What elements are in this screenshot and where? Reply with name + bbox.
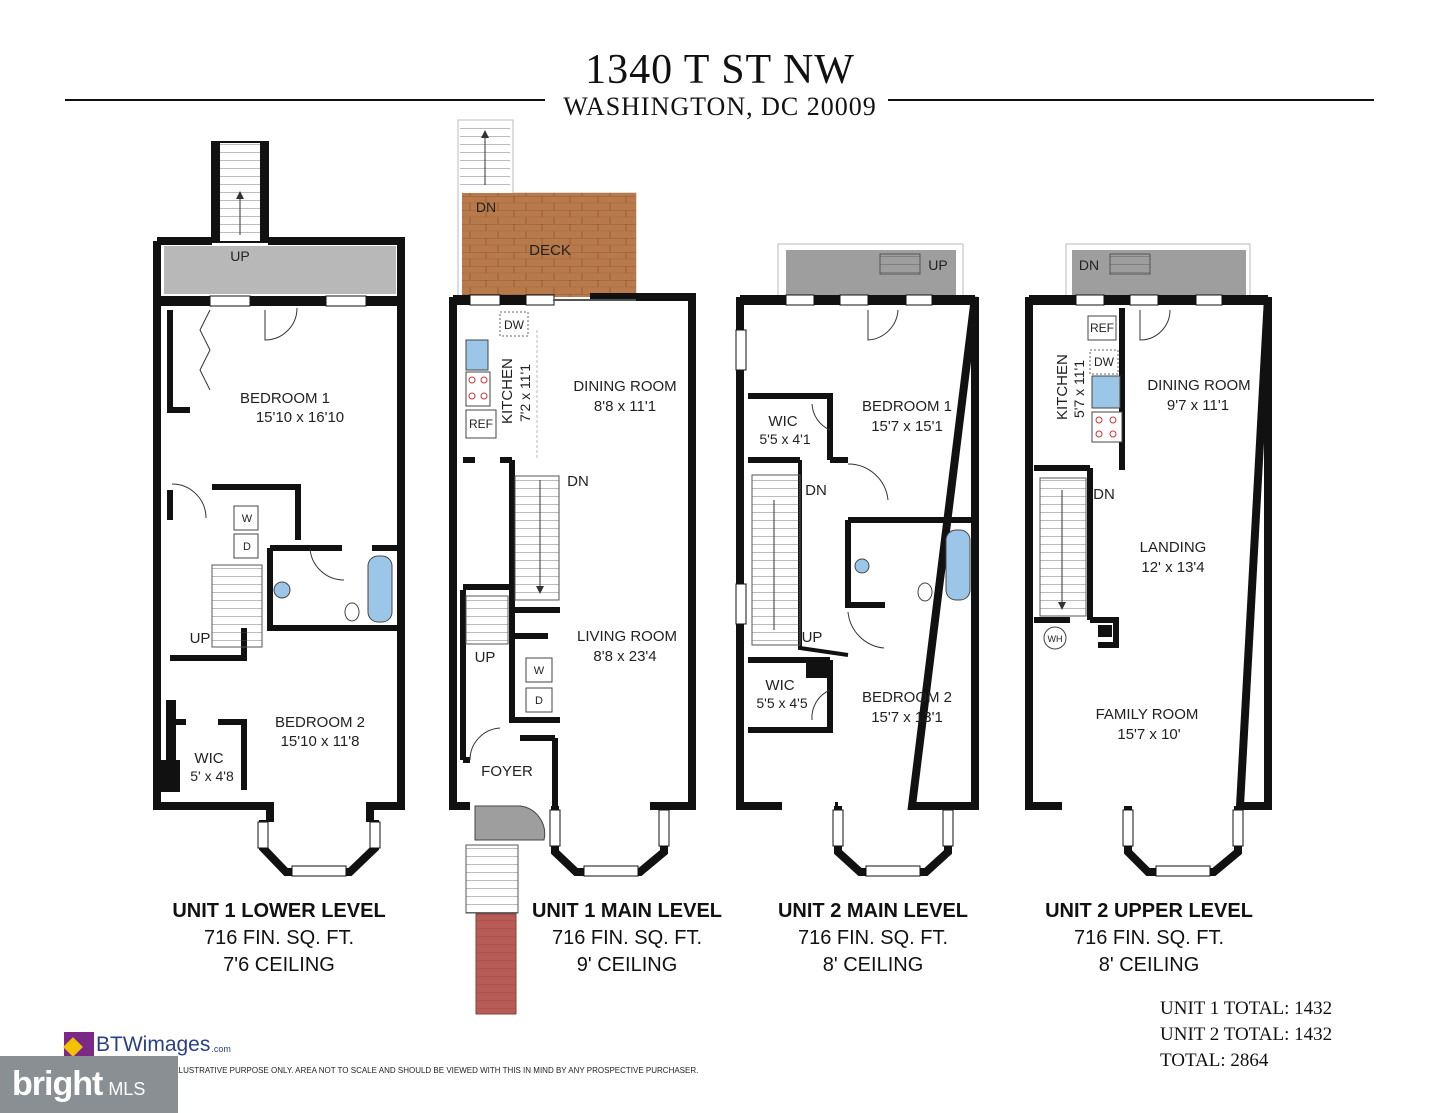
rear-porch xyxy=(786,250,956,298)
label-dw: DW xyxy=(1094,355,1115,369)
label-family-dim: 15'7 x 10' xyxy=(1117,726,1180,743)
label-landing: LANDING xyxy=(1140,539,1207,556)
label-stair-up: UP xyxy=(475,649,496,666)
title-rule-left xyxy=(65,99,545,101)
label-wic2: WIC xyxy=(765,677,794,694)
label-landing-dim: 12' x 13'4 xyxy=(1141,559,1204,576)
level-ceiling: 8' CEILING xyxy=(822,954,924,976)
label-wic2-dim: 5'5 x 4'5 xyxy=(756,695,807,711)
label-washer: W xyxy=(534,665,545,677)
deck xyxy=(462,193,636,297)
label-stair-dn: DN xyxy=(567,473,589,490)
label-deck: DECK xyxy=(529,242,571,259)
level-name: UNIT 2 MAIN LEVEL xyxy=(777,900,968,922)
label-bedroom1-dim: 15'7 x 15'1 xyxy=(871,418,943,435)
label-wic1: WIC xyxy=(768,413,797,430)
label-up-exterior: UP xyxy=(230,248,249,264)
label-dw: DW xyxy=(504,318,525,332)
unit1-total: UNIT 1 TOTAL: 1432 xyxy=(1160,998,1333,1019)
level-area: 716 FIN. SQ. FT. xyxy=(551,927,703,949)
label-wh: WH xyxy=(1048,634,1063,644)
label-dining: DINING ROOM xyxy=(1147,377,1250,394)
btw-logo-icon xyxy=(64,1032,94,1058)
label-wic: WIC xyxy=(194,750,223,767)
label-dryer: D xyxy=(535,695,543,707)
bright-mls: MLS xyxy=(108,1079,146,1099)
title-rule-right xyxy=(888,99,1374,101)
label-dn-exterior: DN xyxy=(1079,257,1099,273)
disclaimer: ILLUSTRATIVE PURPOSE ONLY. AREA NOT TO S… xyxy=(172,1066,699,1075)
label-stair-up: UP xyxy=(190,630,211,647)
plan-unit1-main: DN DECK DW REF xyxy=(449,119,696,1015)
btw-domain: .com xyxy=(211,1044,231,1054)
level-area: 716 FIN. SQ. FT. xyxy=(1073,927,1225,949)
label-bedroom2-dim: 15'7 x 13'1 xyxy=(871,709,943,726)
label-kitchen: KITCHEN xyxy=(1054,354,1071,420)
level-name: UNIT 1 MAIN LEVEL xyxy=(531,900,722,922)
btw-name: BTWimages xyxy=(96,1033,211,1056)
level-caption-unit2-upper: UNIT 2 UPPER LEVEL 716 FIN. SQ. FT. 8' C… xyxy=(1019,900,1279,977)
label-bedroom2-dim: 15'10 x 11'8 xyxy=(281,733,360,750)
label-dining: DINING ROOM xyxy=(573,378,676,395)
outer-wall xyxy=(153,237,405,822)
level-area: 716 FIN. SQ. FT. xyxy=(797,927,949,949)
label-kitchen: KITCHEN xyxy=(499,358,516,424)
level-name: UNIT 1 LOWER LEVEL xyxy=(172,900,386,922)
plan-unit2-main: UP WIC 5'5 x 4'1 xyxy=(735,243,979,877)
label-wic-dim: 5' x 4'8 xyxy=(190,768,234,784)
level-caption-unit2-main: UNIT 2 MAIN LEVEL 716 FIN. SQ. FT. 8' CE… xyxy=(743,900,1003,977)
plan-unit2-upper: DN REF DW KITCHEN 5'7 x 11'1 DINING R xyxy=(1025,243,1272,877)
area-totals: UNIT 1 TOTAL: 1432 UNIT 2 TOTAL: 1432 TO… xyxy=(1160,996,1332,1074)
label-dining-dim: 8'8 x 11'1 xyxy=(594,398,656,415)
label-living: LIVING ROOM xyxy=(577,628,677,645)
label-stair-dn: DN xyxy=(805,482,827,499)
label-stair-dn: DN xyxy=(1093,486,1115,503)
label-ref: REF xyxy=(469,417,493,431)
level-caption-unit1-main: UNIT 1 MAIN LEVEL 716 FIN. SQ. FT. 9' CE… xyxy=(497,900,757,977)
label-kitchen-dim: 5'7 x 11'1 xyxy=(1071,360,1087,418)
bright-mls-badge: bright MLS xyxy=(0,1056,178,1113)
label-foyer: FOYER xyxy=(481,763,533,780)
grand-total: TOTAL: 2864 xyxy=(1160,1050,1269,1071)
level-name: UNIT 2 UPPER LEVEL xyxy=(1045,900,1253,922)
bright-name: bright xyxy=(12,1065,103,1103)
city-subtitle: WASHINGTON, DC 20009 xyxy=(563,92,877,121)
label-dryer: D xyxy=(243,541,251,553)
label-bedroom2: BEDROOM 2 xyxy=(275,714,365,731)
label-dining-dim: 9'7 x 11'1 xyxy=(1167,397,1229,414)
label-ref: REF xyxy=(1090,321,1114,335)
level-ceiling: 8' CEILING xyxy=(1098,954,1200,976)
address-title: 1340 T ST NW xyxy=(585,47,855,93)
level-ceiling: 9' CEILING xyxy=(576,954,678,976)
level-area: 716 FIN. SQ. FT. xyxy=(203,927,355,949)
label-living-dim: 8'8 x 23'4 xyxy=(593,648,656,665)
label-bedroom2: BEDROOM 2 xyxy=(862,689,952,706)
plan-unit1-lower: UP W D xyxy=(153,141,405,877)
front-landing xyxy=(474,805,546,841)
level-caption-unit1-lower: UNIT 1 LOWER LEVEL 716 FIN. SQ. FT. 7'6 … xyxy=(149,900,409,977)
brick-walk xyxy=(475,913,517,1015)
front-stair xyxy=(465,844,519,914)
label-family: FAMILY ROOM xyxy=(1096,706,1199,723)
label-deck-dn: DN xyxy=(476,199,496,215)
unit2-total: UNIT 2 TOTAL: 1432 xyxy=(1160,1024,1333,1045)
label-bedroom1-dim: 15'10 x 16'10 xyxy=(256,409,344,426)
label-up-exterior: UP xyxy=(928,257,947,273)
rear-porch xyxy=(1072,250,1246,298)
level-ceiling: 7'6 CEILING xyxy=(223,954,335,976)
label-wic1-dim: 5'5 x 4'1 xyxy=(759,431,810,447)
areaway-patio xyxy=(164,246,396,294)
label-washer: W xyxy=(242,513,253,525)
label-bedroom1: BEDROOM 1 xyxy=(862,398,952,415)
label-bedroom1: BEDROOM 1 xyxy=(240,390,330,407)
label-stair-up: UP xyxy=(802,629,823,646)
label-kitchen-dim: 7'2 x 11'1 xyxy=(517,364,533,422)
btwimages-logo: BTWimages .com xyxy=(64,1030,231,1060)
